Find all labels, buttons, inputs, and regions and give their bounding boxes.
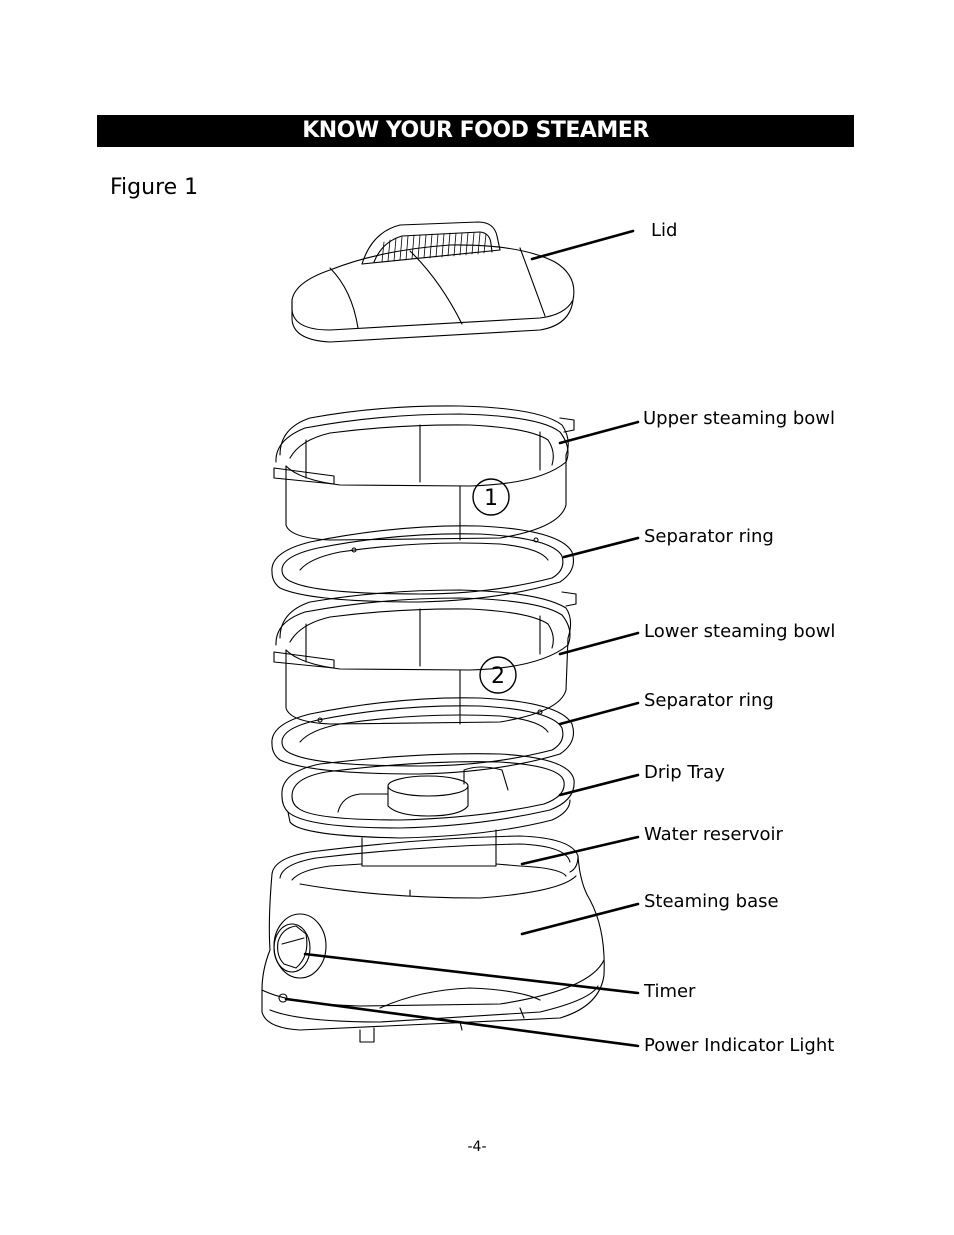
label-lid: Lid (651, 220, 678, 241)
section-title: KNOW YOUR FOOD STEAMER (302, 118, 649, 143)
label-water-reservoir: Water reservoir (644, 824, 783, 845)
lower-bowl-illustration (273, 589, 577, 725)
label-steaming-base: Steaming base (644, 891, 779, 912)
label-separator-ring-2: Separator ring (644, 690, 774, 711)
label-upper-steaming-bowl: Upper steaming bowl (643, 408, 836, 429)
page-number: -4- (467, 1139, 487, 1155)
bowl-1-callout: 1 (472, 478, 510, 516)
label-timer: Timer (644, 981, 696, 1002)
separator-ring-1-leader-line (562, 536, 640, 559)
steaming-base-leader-line (520, 902, 640, 936)
lid-illustration (291, 221, 575, 343)
timer-knob-illustration (273, 913, 327, 979)
steaming-base-illustration (261, 829, 605, 1043)
drip-tray-illustration (281, 753, 575, 839)
bowl-2-callout: 2 (479, 656, 517, 694)
separator-ring-1-illustration (271, 525, 575, 603)
svg-text:2: 2 (491, 664, 505, 689)
label-separator-ring-1: Separator ring (644, 526, 774, 547)
leader-lines (284, 229, 640, 1048)
power-light-leader-line (284, 997, 640, 1048)
label-drip-tray: Drip Tray (644, 762, 725, 783)
separator-ring-2-illustration (271, 697, 575, 775)
label-lower-steaming-bowl: Lower steaming bowl (644, 621, 836, 642)
lid-leader-line (530, 229, 635, 261)
lid-handle-grip (381, 232, 487, 263)
label-power-indicator-light: Power Indicator Light (644, 1035, 835, 1056)
timer-leader-line (303, 952, 640, 995)
water-reservoir-leader-line (520, 835, 640, 866)
upper-bowl-leader-line (558, 420, 640, 445)
lower-bowl-leader-line (558, 631, 640, 656)
separator-ring-2-leader-line (558, 701, 640, 726)
svg-text:1: 1 (484, 486, 498, 511)
upper-bowl-illustration (273, 405, 575, 541)
drip-tray-leader-line (558, 773, 640, 797)
section-header: KNOW YOUR FOOD STEAMER (97, 115, 854, 147)
figure-caption: Figure 1 (110, 175, 199, 200)
